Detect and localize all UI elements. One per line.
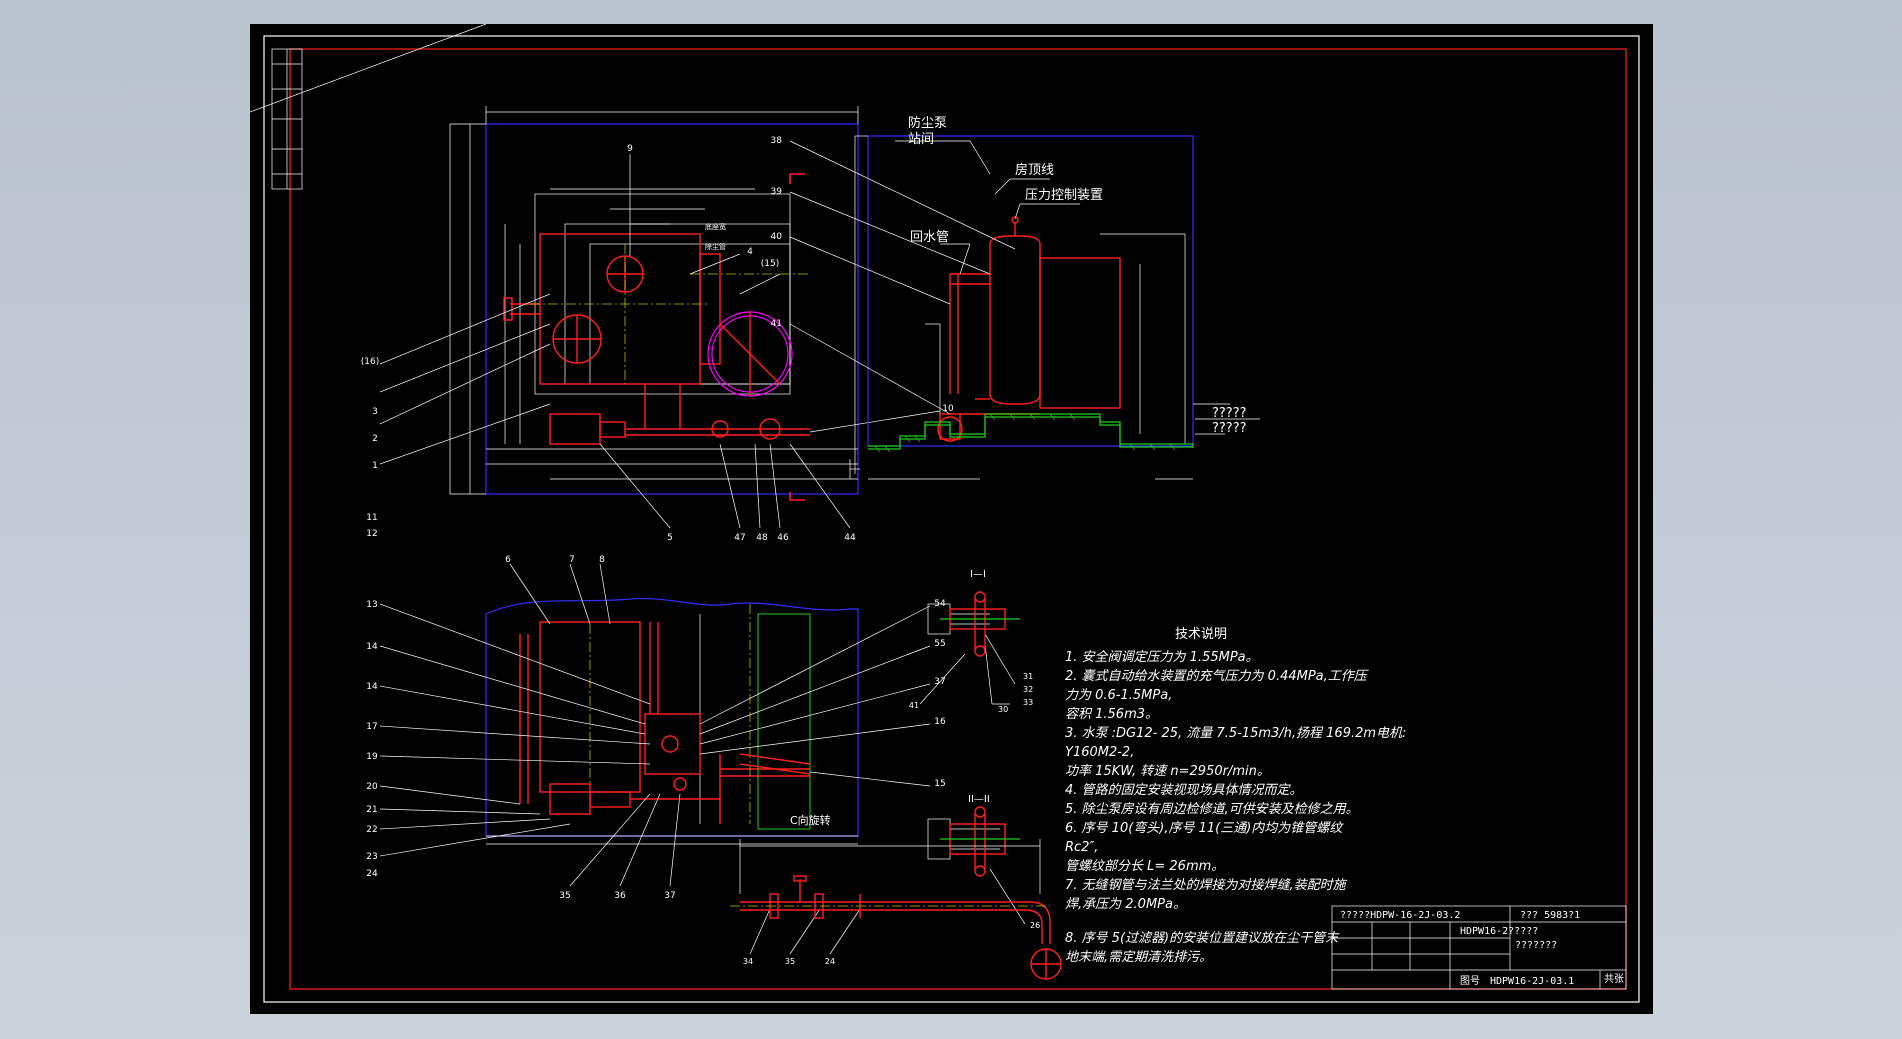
title-block-code: ??????? xyxy=(1515,940,1557,951)
tech-note-line: 3. 水泵 :DG12- 25, 流量 7.5-15m3/h,扬程 169.2m… xyxy=(1065,726,1406,741)
title-block-code: ??? 5983?1 xyxy=(1520,910,1580,921)
callout: 23 xyxy=(366,852,377,862)
inner-border xyxy=(289,48,1627,990)
tech-note-line: 力为 0.6-1.5MPa, xyxy=(1065,688,1172,703)
callout: 35 xyxy=(559,891,570,901)
tech-note-line: 2. 囊式自动给水装置的充气压力为 0.44MPa,工作压 xyxy=(1065,669,1369,684)
callout: 4 xyxy=(747,247,753,257)
callout: 1 xyxy=(372,461,378,471)
plan-tag: 底座宽 xyxy=(705,222,726,231)
callout: 7 xyxy=(569,555,575,565)
callout: 21 xyxy=(366,805,377,815)
tech-note-line: Y160M2-2, xyxy=(1065,745,1134,760)
callout: 8 xyxy=(599,555,605,565)
sheet-count: 共张 xyxy=(1604,973,1624,985)
callout: 2 xyxy=(372,434,378,444)
callout: 11 xyxy=(366,513,377,523)
drawing-number-label: 图号 xyxy=(1460,975,1480,987)
callout: 30 xyxy=(998,705,1008,714)
tech-note-line: 容积 1.56m3。 xyxy=(1065,706,1158,722)
callout: 41 xyxy=(771,319,782,329)
callout: 24 xyxy=(825,957,835,966)
plan-view: 9 (16) 4 (15) 3 2 1 5 47 48 46 44 10 底座宽… xyxy=(250,24,954,543)
roof-line-label: 房顶线 xyxy=(1015,162,1054,178)
callout: 47 xyxy=(734,533,745,543)
callout: 22 xyxy=(366,825,377,835)
tech-note-line: Rc2″, xyxy=(1065,840,1098,855)
callout: 9 xyxy=(627,144,633,154)
callout: 3 xyxy=(372,407,378,417)
callout: 41 xyxy=(909,701,919,710)
callout: 48 xyxy=(756,533,768,543)
detail-1-title: I—I xyxy=(970,569,986,580)
callout: 38 xyxy=(771,136,783,146)
callout: 39 xyxy=(771,187,783,197)
side-view: 38 39 40 41 防尘泵 站间 房顶线 压力控制装置 回水管 ????? … xyxy=(771,115,1260,480)
unknown-label: ????? xyxy=(1212,406,1247,421)
detail-1: I—I 41 31 30 32 33 xyxy=(909,569,1033,714)
callout: 10 xyxy=(942,404,954,414)
tech-note-line: 1. 安全阀调定压力为 1.55MPa。 xyxy=(1065,649,1259,665)
callout: 34 xyxy=(743,957,753,966)
outer-border xyxy=(263,35,1640,1003)
tech-note-line: 6. 序号 10(弯头),序号 11(三通)内均为锥管螺纹 xyxy=(1065,820,1344,836)
callout: 40 xyxy=(771,232,783,242)
tech-notes-title: 技术说明 xyxy=(1175,627,1227,642)
title-block: ?????HDPW-16-2J-03.2 ??? 5983?1 HDPW16-2… xyxy=(1331,905,1627,990)
tech-note-line: 焊,承压为 2.0MPa。 xyxy=(1065,897,1186,912)
return-pipe-label: 回水管 xyxy=(910,230,949,245)
title-block-code: ?????HDPW-16-2J-03.2 xyxy=(1340,910,1460,921)
callout: 55 xyxy=(934,639,945,649)
unknown-label: ????? xyxy=(1212,421,1247,436)
callout: (16) xyxy=(361,357,379,367)
tech-note-line: 8. 序号 5(过滤器)的安装位置建议放在尘干管末 xyxy=(1065,930,1340,946)
section-view: 6 7 8 13 12 11 14 14 17 19 20 21 22 23 2… xyxy=(366,513,946,901)
callout: 17 xyxy=(366,722,377,732)
tech-note-line: 5. 除尘泵房设有周边检修道,可供安装及检修之用。 xyxy=(1065,801,1359,817)
callout: 32 xyxy=(1023,685,1033,694)
callout: 14 xyxy=(366,682,378,692)
detail-2: II—II 26 xyxy=(927,794,1040,930)
callout: 19 xyxy=(366,752,378,762)
rotate-title: C向旋转 xyxy=(790,813,831,827)
pressure-device-label: 压力控制装置 xyxy=(1025,188,1103,203)
callout: 14 xyxy=(366,642,378,652)
callout: 15 xyxy=(934,779,945,789)
callout: 37 xyxy=(664,891,675,901)
title-block-code: HDPW16-2????? xyxy=(1460,926,1538,937)
room-label: 站间 xyxy=(908,132,934,147)
callout: 13 xyxy=(366,600,377,610)
tech-note-line: 地末端,需定期清洗排污。 xyxy=(1065,949,1212,965)
callout: 46 xyxy=(777,533,789,543)
callout: 12 xyxy=(366,529,377,539)
tech-note-line: 功率 15KW, 转速 n=2950r/min。 xyxy=(1065,763,1270,779)
room-label: 防尘泵 xyxy=(908,115,947,131)
cad-viewport[interactable]: 9 (16) 4 (15) 3 2 1 5 47 48 46 44 10 底座宽… xyxy=(250,24,1653,1014)
callout: 35 xyxy=(785,957,795,966)
callout: 33 xyxy=(1023,698,1033,707)
tech-note-line: 7. 无缝钢管与法兰处的焊接为对接焊缝,装配时施 xyxy=(1065,878,1348,893)
callout: 5 xyxy=(667,533,673,543)
rotate-view: C向旋转 34 35 24 xyxy=(730,813,1062,980)
callout: 24 xyxy=(366,869,378,879)
callout: 20 xyxy=(366,782,378,792)
drawing-number: HDPW16-2J-03.1 xyxy=(1490,976,1574,987)
detail-2-title: II—II xyxy=(968,794,990,805)
binding-strip xyxy=(271,48,303,190)
callout: (15) xyxy=(761,259,779,269)
callout: 36 xyxy=(614,891,626,901)
callout: 6 xyxy=(505,555,511,565)
callout: 44 xyxy=(844,533,856,543)
plan-tag: 除尘管 xyxy=(705,242,726,251)
callout: 31 xyxy=(1023,672,1033,681)
callout: 26 xyxy=(1030,921,1040,930)
tech-notes: 技术说明 1. 安全阀调定压力为 1.55MPa。 2. 囊式自动给水装置的充气… xyxy=(1065,627,1406,965)
callout: 16 xyxy=(934,717,946,727)
cad-drawing: 9 (16) 4 (15) 3 2 1 5 47 48 46 44 10 底座宽… xyxy=(250,24,1640,1003)
tech-note-line: 4. 管路的固定安装视现场具体情况而定。 xyxy=(1065,782,1303,798)
tech-note-line: 管螺纹部分长 L= 26mm。 xyxy=(1065,859,1224,874)
